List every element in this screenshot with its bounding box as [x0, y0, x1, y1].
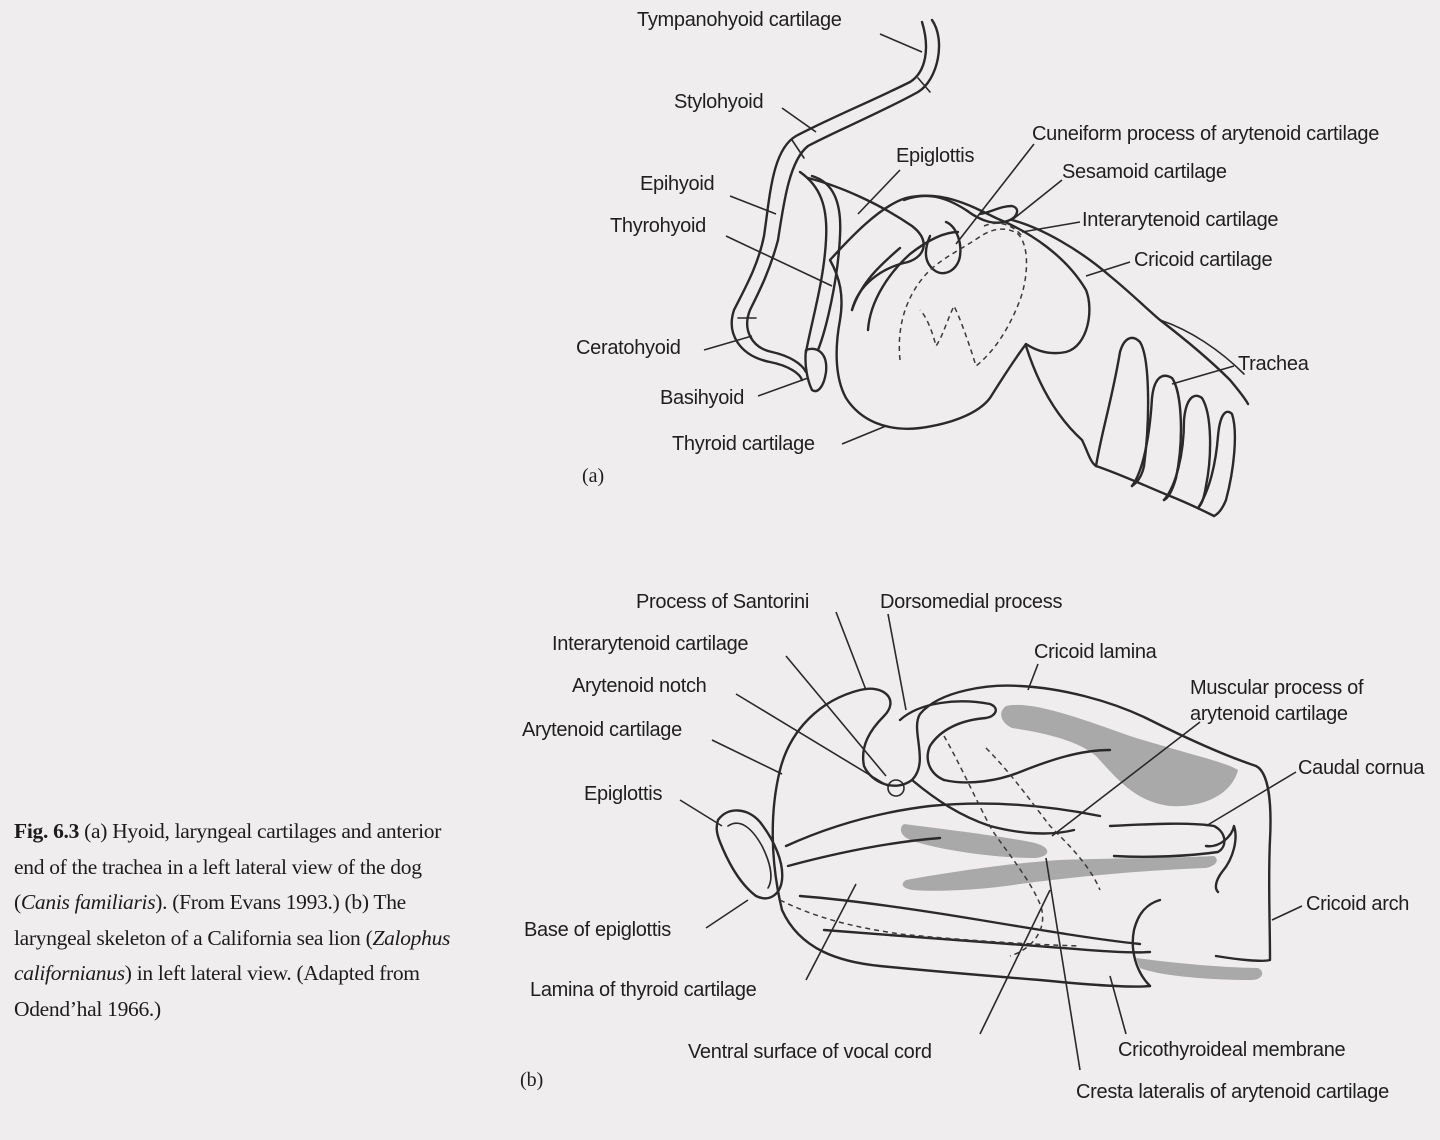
label-base-of-epiglottis: Base of epiglottis: [524, 919, 671, 941]
label-process-of-santorini: Process of Santorini: [636, 591, 809, 613]
panel-a-tag: (a): [582, 465, 604, 487]
panel-a-drawing: [730, 18, 1250, 518]
caption-figure-number: Fig. 6.3: [14, 819, 80, 843]
caption-text-part2: ). (From Evans 1993.) (b) The laryngeal …: [14, 890, 406, 950]
figure-caption: Fig. 6.3 (a) Hyoid, laryngeal cartilages…: [14, 814, 454, 1027]
panel-b-drawing: [715, 684, 1272, 988]
panel-a-leaders: [703, 33, 1235, 445]
label-tympanohyoid-cartilage: Tympanohyoid cartilage: [637, 9, 842, 31]
label-epiglottis-b: Epiglottis: [584, 783, 662, 805]
caption-species-sea-lion: Zalophus californianus: [14, 925, 451, 986]
caption-text-part1: (a) Hyoid, laryngeal cartilages and ante…: [14, 819, 442, 914]
label-caudal-cornua: Caudal cornua: [1298, 757, 1425, 779]
panel-a-labels: Tympanohyoid cartilage Stylohyoid Epihyo…: [576, 9, 1380, 487]
label-cricothyroideal-membrane: Cricothyroideal membrane: [1118, 1039, 1346, 1061]
label-epihyoid: Epihyoid: [640, 173, 714, 195]
label-thyrohyoid: Thyrohyoid: [610, 215, 706, 237]
label-trachea: Trachea: [1238, 353, 1310, 375]
panel-b-tag: (b): [520, 1069, 543, 1091]
label-thyroid-cartilage: Thyroid cartilage: [672, 433, 815, 455]
label-dorsomedial-process: Dorsomedial process: [880, 591, 1062, 613]
label-arytenoid-cartilage: Arytenoid cartilage: [522, 719, 682, 741]
label-cricoid-cartilage: Cricoid cartilage: [1134, 249, 1272, 271]
label-cresta-lateralis: Cresta lateralis of arytenoid cartilage: [1076, 1081, 1389, 1103]
panel-b-labels: Process of Santorini Dorsomedial process…: [520, 591, 1426, 1103]
label-basihyoid: Basihyoid: [660, 387, 744, 409]
label-stylohyoid: Stylohyoid: [674, 91, 763, 113]
label-muscular-process-line1: Muscular process of: [1190, 677, 1364, 699]
caption-species-dog: Canis familiaris: [20, 890, 156, 914]
label-interarytenoid-cartilage-a: Interarytenoid cartilage: [1082, 209, 1278, 231]
label-interarytenoid-cartilage-b: Interarytenoid cartilage: [552, 633, 748, 655]
label-cricoid-arch: Cricoid arch: [1306, 893, 1409, 915]
label-cuneiform-process: Cuneiform process of arytenoid cartilage: [1032, 123, 1379, 145]
label-epiglottis-a: Epiglottis: [896, 145, 974, 167]
label-ceratohyoid: Ceratohyoid: [576, 337, 681, 359]
label-ventral-surface-vocal-cord: Ventral surface of vocal cord: [688, 1041, 932, 1063]
caption-text-part3: ) in left lateral view. (Adapted from Od…: [14, 961, 420, 1021]
label-cricoid-lamina: Cricoid lamina: [1034, 641, 1158, 663]
label-lamina-of-thyroid-cartilage: Lamina of thyroid cartilage: [530, 979, 757, 1001]
label-sesamoid-cartilage: Sesamoid cartilage: [1062, 161, 1227, 183]
label-muscular-process-line2: arytenoid cartilage: [1190, 703, 1348, 725]
panel-b-leaders: [679, 611, 1303, 1071]
label-arytenoid-notch: Arytenoid notch: [572, 675, 706, 697]
